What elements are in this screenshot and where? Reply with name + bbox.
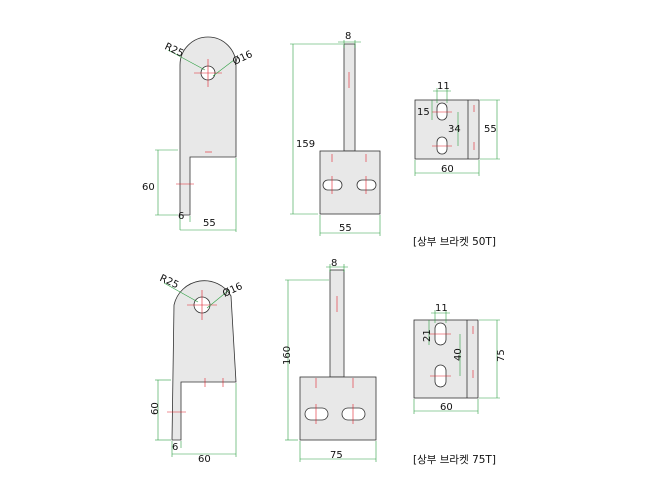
side-profile-50t — [179, 36, 237, 216]
bracket-75t-side-view: R25 Ø16 60 6 60 — [150, 273, 244, 465]
bracket-50t-top-view: 11 15 34 55 60 — [414, 81, 500, 176]
slot-width-label-75t: 11 — [435, 303, 448, 314]
front-height-label-75t: 160 — [282, 346, 293, 365]
front-width-label-50t: 55 — [339, 223, 352, 234]
radius-label-75t: R25 — [158, 273, 180, 291]
slot-pitch-label-75t: 40 — [453, 348, 464, 361]
bracket-75t-front-view: 8 160 75 — [282, 258, 377, 462]
bracket-50t-front-view: 8 159 55 — [290, 31, 381, 236]
front-height-label-50t: 159 — [296, 139, 315, 150]
slot-lower-50t — [436, 136, 448, 155]
slot-right-50t — [356, 179, 377, 191]
slot-pitch-label-50t: 34 — [448, 124, 461, 135]
side-height-label-50t: 60 — [142, 182, 155, 193]
front-width-label-75t: 75 — [330, 450, 343, 461]
top-width-label-75t: 60 — [440, 402, 453, 413]
side-width-label-50t: 55 — [203, 218, 216, 229]
edge-offset-label-75t: 21 — [422, 329, 433, 342]
hole-diameter-label-50t: Ø16 — [231, 48, 255, 68]
bracket-50t-title: [상부 브라켓 50T] — [413, 236, 496, 248]
side-width-label-75t: 60 — [198, 454, 211, 465]
thickness-label-50t: 6 — [178, 211, 184, 222]
top-height-label-50t: 55 — [484, 124, 497, 135]
radius-label-50t: R25 — [163, 41, 185, 59]
slot-left-75t — [304, 407, 329, 421]
plate-thickness-label-50t: 8 — [345, 31, 351, 42]
bracket-75t-top-view: 11 21 40 75 60 — [413, 303, 507, 414]
thickness-label-75t: 6 — [172, 442, 178, 453]
bracket-75t-title: [상부 브라켓 75T] — [413, 454, 496, 466]
slot-width-label-50t: 11 — [437, 81, 450, 92]
slot-upper-50t — [436, 102, 448, 121]
top-width-label-50t: 60 — [441, 164, 454, 175]
plate-thickness-label-75t: 8 — [331, 258, 337, 269]
side-profile-75t — [171, 280, 237, 441]
edge-offset-label-50t: 15 — [417, 107, 430, 118]
slot-left-50t — [322, 179, 343, 191]
vertical-plate-50t — [343, 43, 356, 152]
side-height-label-75t: 60 — [150, 402, 161, 415]
top-height-label-75t: 75 — [496, 349, 507, 362]
vertical-plate-75t — [329, 269, 345, 378]
slot-right-75t — [341, 407, 366, 421]
hole-diameter-label-75t: Ø16 — [221, 280, 245, 300]
bracket-50t-side-view: R25 Ø16 60 6 55 — [142, 36, 255, 232]
